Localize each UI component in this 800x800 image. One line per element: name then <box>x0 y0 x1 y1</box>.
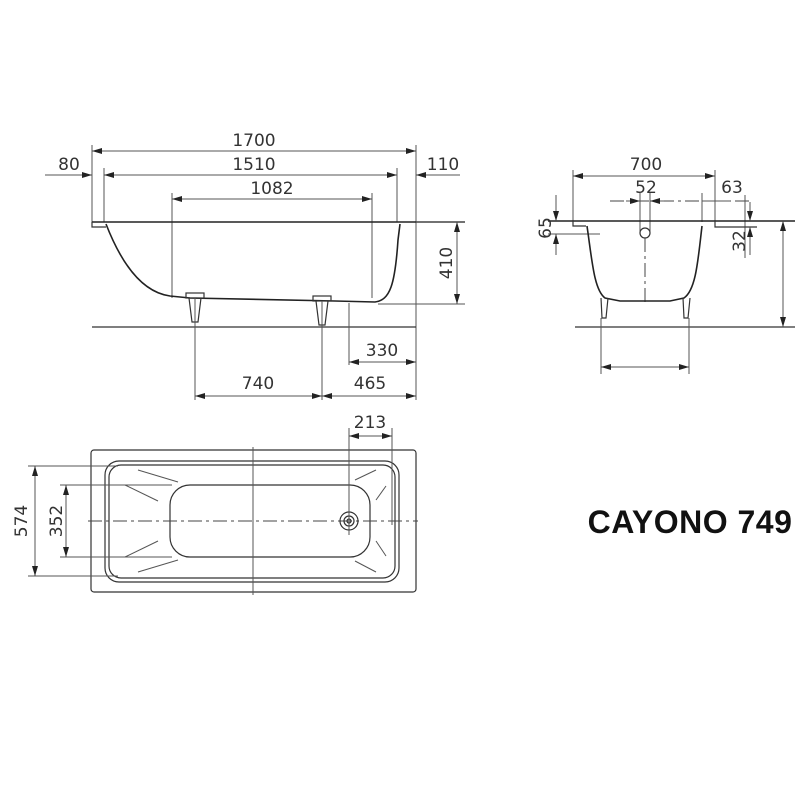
dim-rim-right: 63 <box>721 178 743 198</box>
dim-rim-height-left: 65 <box>536 217 556 239</box>
plan-view: 213 574 352 <box>12 413 418 595</box>
end-view: 700 52 63 65 32 <box>536 155 795 374</box>
dim-overall-width: 700 <box>630 155 662 175</box>
dim-height: 410 <box>437 247 457 279</box>
side-view: 1700 80 1510 110 1082 <box>45 131 465 400</box>
dim-drain-from-end: 213 <box>354 413 386 433</box>
dim-drain-offset: 52 <box>635 178 657 198</box>
dim-leg-spacing: 740 <box>242 374 274 394</box>
dim-left-rim: 80 <box>58 155 80 175</box>
dim-inner-length: 1510 <box>232 155 275 175</box>
dim-bottom-length: 1082 <box>250 179 293 199</box>
leg-right <box>312 295 332 400</box>
dim-drain-to-end: 330 <box>366 341 398 361</box>
leg-left <box>185 292 205 400</box>
dim-bottom-width: 352 <box>47 505 67 537</box>
dim-right-rim: 110 <box>427 155 459 175</box>
dim-inner-width: 574 <box>12 505 32 537</box>
dim-rim-height-right: 32 <box>730 230 750 252</box>
overflow-icon <box>639 227 651 239</box>
dim-overall-length: 1700 <box>232 131 275 151</box>
product-title: CAYONO 749 <box>588 504 793 540</box>
dim-leg-to-end: 465 <box>354 374 386 394</box>
